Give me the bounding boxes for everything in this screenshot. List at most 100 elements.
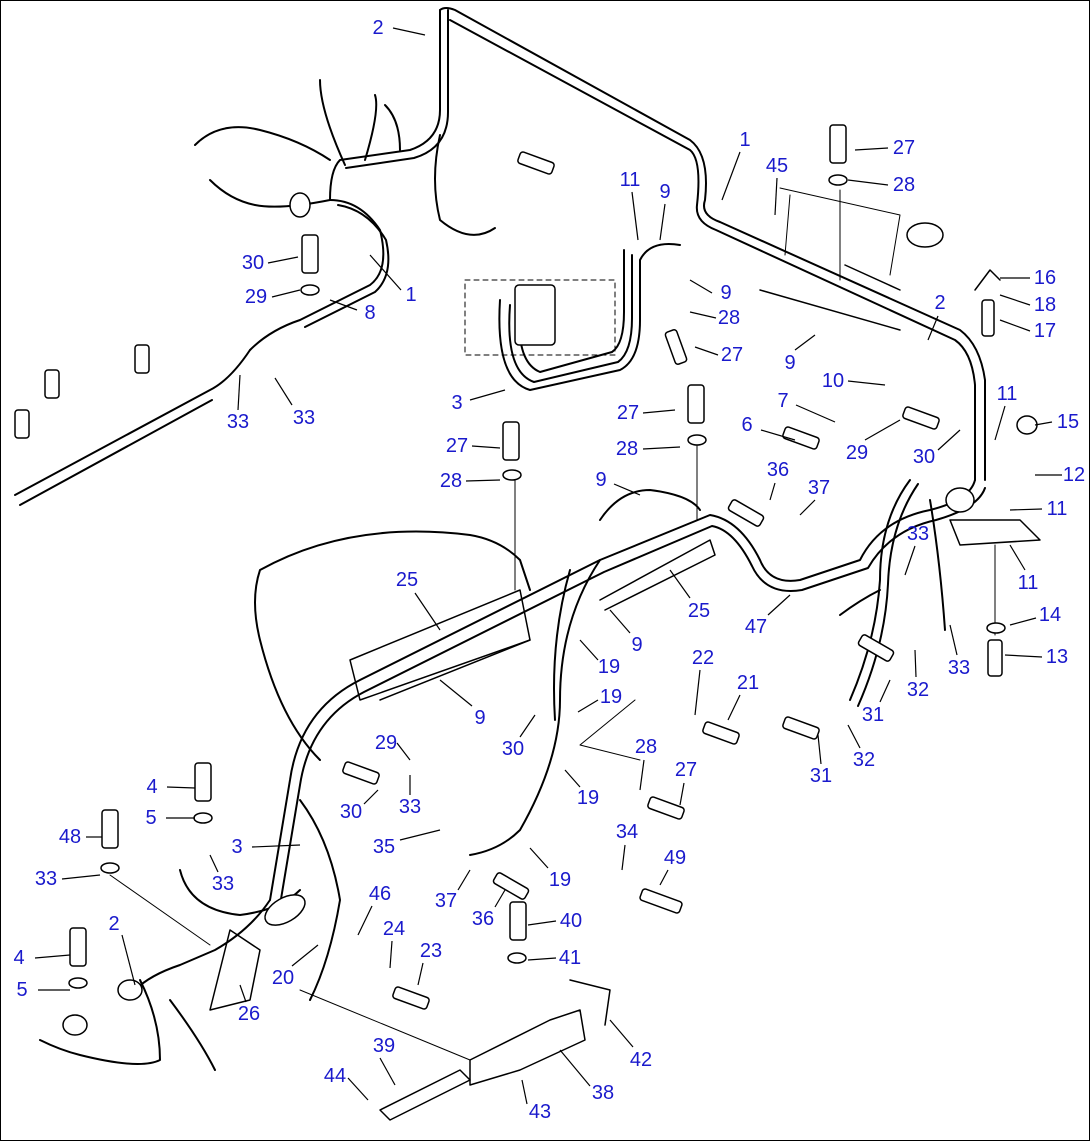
callout-label: 2 [108, 913, 120, 935]
leader-line [927, 315, 939, 341]
callout-label: 13 [1045, 646, 1069, 668]
leader-line [864, 419, 901, 441]
callout-label: 22 [691, 647, 715, 669]
callout-label: 20 [271, 967, 295, 989]
callout-label: 34 [615, 821, 639, 843]
leader-line [396, 742, 411, 761]
leader-line [642, 446, 681, 450]
valve-group [464, 243, 681, 391]
leader-line [994, 405, 1006, 441]
callout-label: 46 [368, 883, 392, 905]
leader-line [251, 844, 301, 848]
leader-line [369, 254, 402, 291]
callout-label: 35 [372, 836, 396, 858]
callout-label: 19 [576, 787, 600, 809]
leader-line [689, 279, 713, 294]
callout-label: 11 [619, 169, 641, 191]
callout-label: 8 [364, 302, 376, 324]
fasteners [14, 124, 1038, 1036]
callout-label: 37 [807, 477, 831, 499]
callout-label: 32 [852, 749, 876, 771]
callout-label: 44 [323, 1065, 347, 1087]
callout-label: 4 [13, 947, 25, 969]
callout-label: 9 [474, 707, 486, 729]
leader-line [847, 179, 889, 186]
callout-label: 38 [591, 1082, 615, 1104]
leader-line [357, 905, 373, 936]
callout-label: 1 [739, 129, 751, 151]
leader-line [631, 191, 639, 241]
leader-line [879, 679, 891, 703]
leader-line [363, 789, 379, 805]
leader-line [414, 592, 441, 631]
callout-label: 3 [231, 836, 243, 858]
leader-line [469, 389, 506, 401]
leader-line [471, 445, 501, 449]
leader-line [949, 624, 958, 656]
callout-label: 4 [146, 776, 158, 798]
callout-label: 16 [1033, 267, 1057, 289]
leader-line [577, 699, 599, 713]
callout-label: 10 [821, 370, 845, 392]
leader-line [166, 786, 196, 789]
leader-line [389, 940, 393, 969]
callout-label: 48 [58, 826, 82, 848]
callout-label: 9 [784, 352, 796, 374]
leader-line [267, 256, 299, 264]
leader-line [904, 545, 916, 576]
leader-line [329, 299, 358, 311]
leader-line [659, 869, 669, 886]
leader-line [727, 694, 741, 721]
callout-label: 3 [451, 392, 463, 414]
leader-line [694, 669, 701, 716]
callout-label: 39 [372, 1035, 396, 1057]
callout-label: 29 [374, 732, 398, 754]
callout-label: 11 [1017, 572, 1039, 594]
leader-line [679, 782, 685, 806]
dashed-reference-lines [109, 187, 996, 1061]
callout-label: 49 [663, 847, 687, 869]
leader-line [914, 649, 917, 678]
leader-line [439, 679, 473, 707]
leader-line [527, 920, 557, 926]
callout-label: 36 [471, 908, 495, 930]
leader-line [379, 1057, 396, 1086]
callout-label: 2 [372, 17, 384, 39]
brackets-and-covers [209, 264, 1041, 1121]
callout-label: 28 [615, 438, 639, 460]
callout-label: 33 [398, 796, 422, 818]
leader-line [559, 1049, 591, 1087]
callout-label: 23 [419, 940, 443, 962]
leader-line [999, 294, 1031, 306]
callout-label: 19 [597, 656, 621, 678]
harness-branch-left [14, 79, 496, 506]
callout-label: 5 [16, 979, 28, 1001]
callout-label: 33 [34, 868, 58, 890]
callout-label: 11 [996, 383, 1018, 405]
callout-label: 21 [736, 672, 760, 694]
callout-label: 18 [1033, 294, 1057, 316]
leader-line [521, 1079, 528, 1105]
leader-line [579, 639, 599, 661]
callout-label: 47 [744, 616, 768, 638]
callout-label: 9 [595, 469, 607, 491]
callout-label: 28 [892, 174, 916, 196]
callout-label: 17 [1033, 320, 1057, 342]
leader-line [721, 151, 741, 201]
callout-label: 14 [1038, 604, 1062, 626]
leader-line [209, 854, 219, 873]
callout-label: 33 [292, 407, 316, 429]
leader-line [399, 829, 441, 841]
leader-line [1004, 654, 1043, 658]
main-harness-upper [329, 7, 986, 481]
leader-line [564, 769, 581, 788]
main-harness-lower [39, 479, 986, 1071]
right-harness [839, 479, 946, 707]
callout-label: 27 [674, 759, 698, 781]
leader-line [767, 594, 791, 616]
callout-label: 32 [906, 679, 930, 701]
leader-line [639, 759, 645, 791]
leader-line [613, 483, 641, 496]
